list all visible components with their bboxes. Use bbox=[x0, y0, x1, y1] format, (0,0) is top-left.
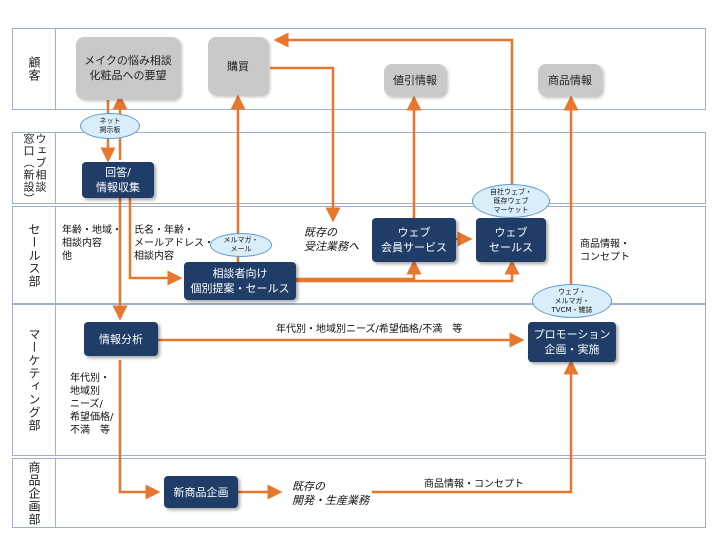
arrow-answer-to-proposal bbox=[128, 198, 183, 286]
lane-label-planning: 商品企画部 bbox=[27, 460, 41, 526]
own-web-ellipse: 自社ウェブ・ 既存ウェブ マーケット bbox=[472, 184, 550, 218]
label-product-concept-bottom: 商品情報・コンセプト bbox=[424, 479, 524, 490]
new-product-box: 新商品企画 bbox=[164, 476, 238, 508]
label-age-region: 年齢・地域・ 相談内容 他 bbox=[62, 225, 122, 262]
label-needs-side: 年代別・ 地域別 ニーズ/ 希望価格/ 不満 等 bbox=[70, 373, 114, 436]
web-sales-box: ウェブ セールス bbox=[476, 218, 546, 262]
arrow-analysis-to-newproduct bbox=[118, 360, 161, 500]
net-board-ellipse: ネット 掲示板 bbox=[80, 113, 140, 139]
product-info-box: 商品情報 bbox=[538, 64, 602, 96]
label-name-age: 氏名・年齢・ メールアドレス・ 相談内容 bbox=[134, 225, 214, 262]
lane-label-web-consult: ウェブ相談窓口（新設） bbox=[22, 133, 47, 205]
web-member-box: ウェブ 会員サービス bbox=[372, 218, 456, 262]
lane-web-consult: ウェブ相談窓口（新設） bbox=[12, 132, 706, 205]
analysis-box: 情報分析 bbox=[84, 322, 158, 356]
lane-label-customer: 顧客 bbox=[27, 56, 41, 82]
label-existing-dev: 既存の 開発・生産業務 bbox=[292, 480, 369, 507]
label-existing-orders: 既存の 受注業務へ bbox=[304, 226, 359, 253]
lane-sales: セールス部 bbox=[12, 206, 706, 304]
lane-label-sales: セールス部 bbox=[27, 222, 41, 288]
promotion-box: プロモーション 企画・実施 bbox=[528, 322, 616, 362]
proposal-box: 相談者向け 個別提案・セールス bbox=[184, 262, 296, 300]
arrow-proposal-to-websales bbox=[296, 259, 520, 283]
answer-box: 回答/ 情報収集 bbox=[82, 162, 154, 198]
arrow-proposal-to-member bbox=[296, 259, 422, 281]
arrow-websales-to-purchase bbox=[273, 32, 514, 216]
makeup-needs-box: メイクの悩み相談 化粧品への要望 bbox=[76, 37, 180, 99]
discount-info-box: 値引情報 bbox=[384, 64, 446, 96]
arrow-purchase-to-orders bbox=[270, 66, 341, 223]
arrow-concept-to-promotion bbox=[372, 359, 579, 494]
label-product-concept-right: 商品情報・ コンセプト bbox=[580, 239, 630, 263]
mail-mag-ellipse: メルマガ・ メール bbox=[210, 233, 272, 257]
lane-label-marketing: マーケティング部 bbox=[27, 328, 41, 432]
label-needs-line: 年代別・地域別ニーズ/希望価格/不満 等 bbox=[276, 324, 463, 335]
purchase-box: 購買 bbox=[208, 37, 268, 95]
web-media-ellipse: ウェブ・ メルマガ・ TVCM・雑誌 bbox=[532, 284, 612, 318]
